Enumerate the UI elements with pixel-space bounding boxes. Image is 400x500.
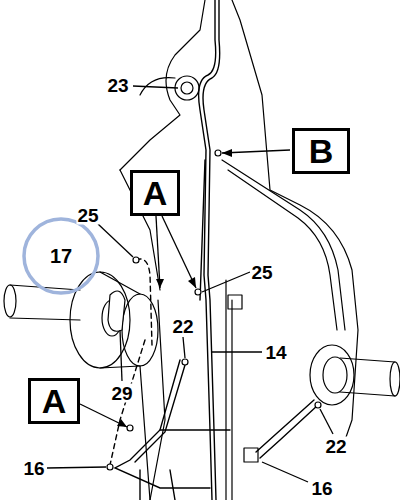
circle-outline <box>24 219 98 293</box>
callout-number: 16 <box>22 459 45 478</box>
view-marker-box: A <box>130 170 180 216</box>
marker-letter: A <box>42 384 67 418</box>
view-marker-box: A <box>28 378 80 424</box>
view-marker-box: B <box>292 128 350 174</box>
highlight-circle: 17 <box>22 217 100 295</box>
callout-number: 22 <box>171 317 194 336</box>
marker-letter: A <box>143 176 168 210</box>
callout-number: 22 <box>324 437 347 456</box>
marker-letter: 17 <box>50 246 72 266</box>
callout-number: 25 <box>250 263 273 282</box>
callout-number: 23 <box>106 76 129 95</box>
callout-number: 29 <box>110 384 133 403</box>
callout-number: 14 <box>264 343 287 362</box>
marker-letter: B <box>309 134 334 168</box>
callout-number: 25 <box>76 206 99 225</box>
callout-number: 16 <box>310 479 333 498</box>
